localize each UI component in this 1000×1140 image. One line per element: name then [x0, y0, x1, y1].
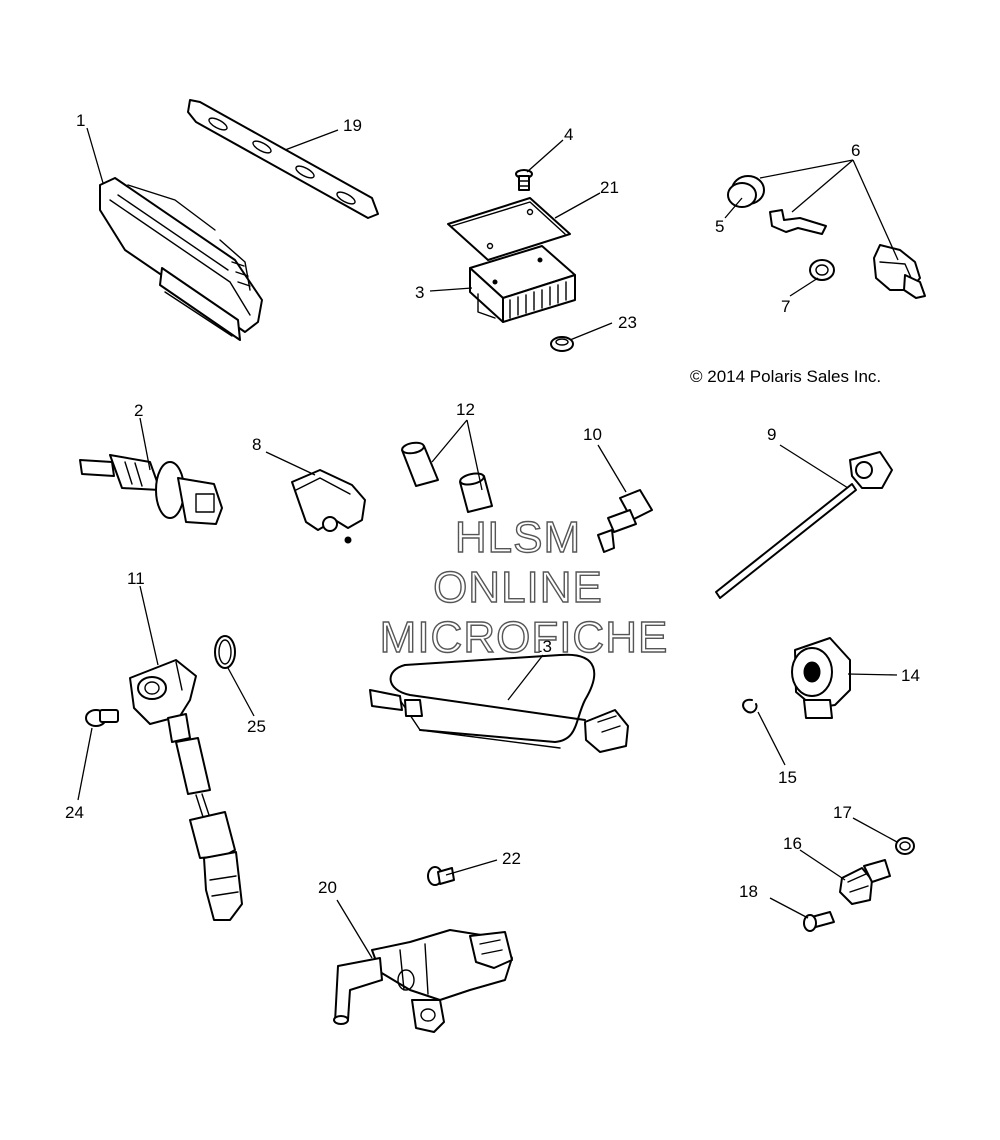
callout-19: 19	[343, 116, 362, 135]
leader-lines	[77, 127, 899, 959]
callout-23: 23	[618, 313, 637, 332]
callout-14: 14	[901, 666, 920, 685]
callout-11: 11	[127, 569, 145, 588]
part-12-filter-b	[459, 472, 493, 513]
part-10-temp-sensor	[597, 489, 653, 553]
part-4-screw	[515, 169, 533, 191]
callout-labels: 1 2 3 4 5 6 7 8 9 10 11 12 13 14 15 16 1…	[65, 111, 920, 901]
part-17-washer	[895, 837, 915, 855]
part-16-elbow-sensor	[839, 859, 891, 905]
callout-25: 25	[247, 717, 266, 736]
part-11-position-sensor	[129, 659, 243, 921]
part-6-switch	[873, 244, 926, 299]
copyright-notice: © 2014 Polaris Sales Inc.	[690, 367, 881, 386]
part-21-cover	[447, 197, 571, 261]
watermark-line-1: HLSM	[455, 513, 581, 562]
part-2-sensor	[79, 454, 223, 525]
callout-9: 9	[767, 425, 776, 444]
part-24-bolt	[85, 709, 119, 727]
part-18-bolt	[803, 911, 835, 932]
part-5-cap	[727, 175, 765, 208]
callout-4: 4	[564, 125, 573, 144]
callout-21: 21	[600, 178, 619, 197]
watermark: HLSM ONLINE MICROFICHE	[379, 512, 669, 662]
part-13-harness	[369, 653, 629, 753]
callout-10: 10	[583, 425, 602, 444]
callout-6: 6	[851, 141, 860, 160]
callout-18: 18	[739, 882, 758, 901]
callout-20: 20	[318, 878, 337, 897]
part-22-screw	[427, 866, 455, 886]
callout-3: 3	[415, 283, 424, 302]
part-7-washer	[809, 259, 835, 281]
part-3-module	[469, 245, 576, 323]
part-1-ecu	[99, 177, 263, 341]
callout-8: 8	[252, 435, 261, 454]
part-6-key	[769, 209, 827, 235]
callout-13: 13	[533, 637, 552, 656]
watermark-line-3: MICROFICHE	[380, 613, 669, 662]
part-12-filter-a	[401, 441, 439, 487]
callout-16: 16	[783, 834, 802, 853]
watermark-line-2: ONLINE	[433, 563, 603, 612]
callout-1: 1	[76, 111, 85, 130]
part-20-valve	[333, 929, 513, 1033]
callout-24: 24	[65, 803, 84, 822]
callout-17: 17	[833, 803, 852, 822]
callout-15: 15	[778, 768, 797, 787]
callout-22: 22	[502, 849, 521, 868]
callout-12: 12	[456, 400, 475, 419]
callout-7: 7	[781, 297, 790, 316]
part-15-clip	[742, 698, 758, 714]
part-14-knock-sensor	[791, 637, 851, 719]
part-8-map-sensor	[291, 469, 366, 544]
part-25-o-ring	[214, 635, 236, 669]
callout-5: 5	[715, 217, 724, 236]
part-9-probe	[715, 451, 893, 599]
part-19-bracket	[187, 99, 379, 219]
part-23-grommet	[550, 336, 574, 352]
callout-2: 2	[134, 401, 143, 420]
